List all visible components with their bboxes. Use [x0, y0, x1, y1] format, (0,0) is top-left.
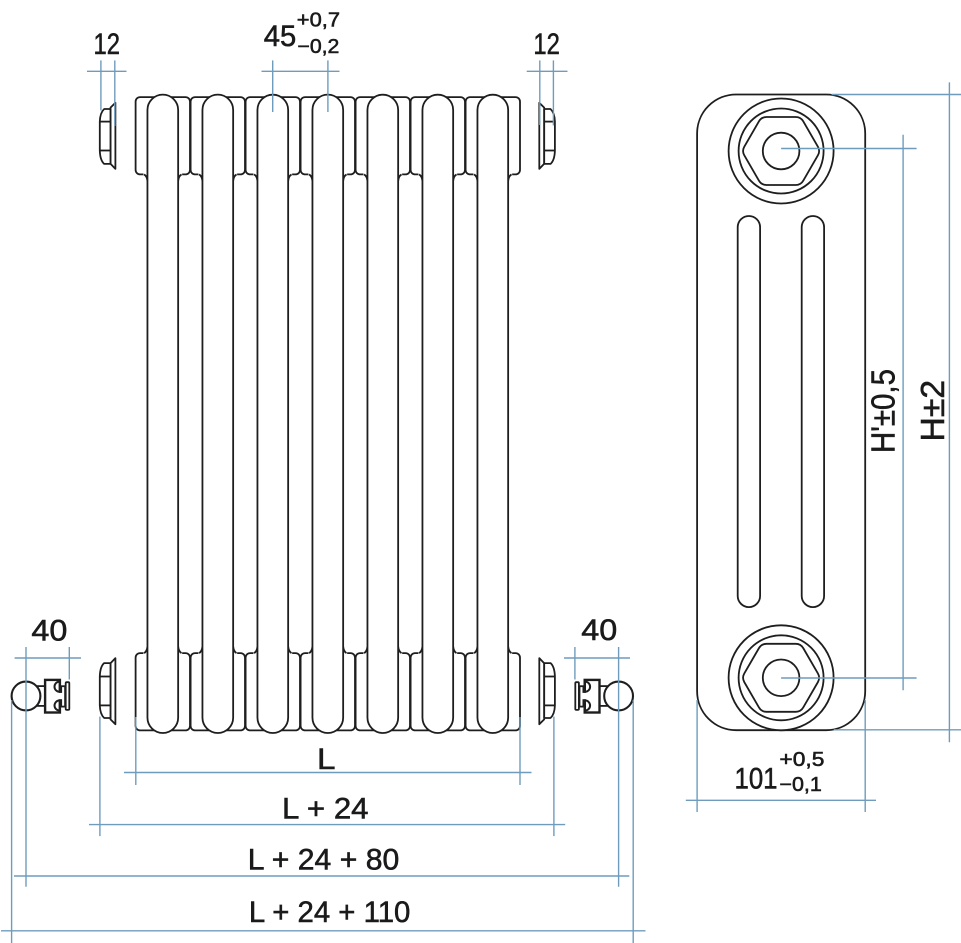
- svg-text:L + 24: L + 24: [282, 793, 369, 826]
- svg-text:−0,2: −0,2: [297, 36, 339, 58]
- svg-text:H'±0,5: H'±0,5: [865, 369, 902, 453]
- svg-text:+0,7: +0,7: [297, 9, 340, 31]
- svg-text:40: 40: [31, 615, 67, 648]
- svg-text:45: 45: [264, 20, 297, 53]
- svg-text:101: 101: [735, 762, 778, 795]
- svg-text:−0,1: −0,1: [779, 774, 822, 796]
- svg-text:L + 24 + 80: L + 24 + 80: [248, 844, 400, 877]
- svg-text:12: 12: [533, 28, 560, 61]
- svg-text:12: 12: [94, 28, 121, 61]
- svg-text:L: L: [317, 743, 336, 776]
- svg-text:+0,5: +0,5: [779, 749, 824, 771]
- svg-text:40: 40: [581, 614, 617, 647]
- svg-text:H±2: H±2: [914, 380, 951, 442]
- svg-text:L + 24 + 110: L + 24 + 110: [249, 896, 411, 929]
